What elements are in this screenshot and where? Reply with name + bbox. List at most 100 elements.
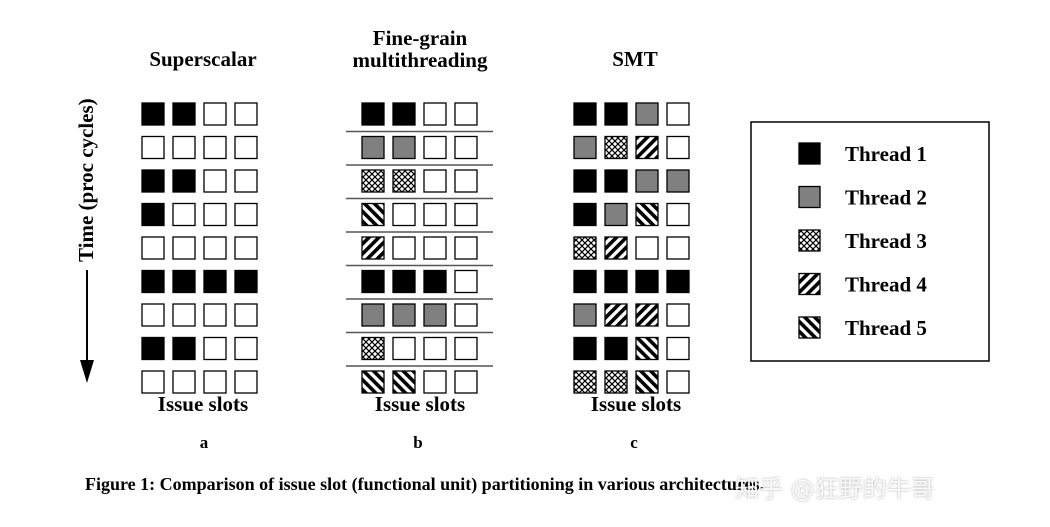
slot-thread-4 (604, 303, 628, 327)
slot-empty (454, 269, 478, 294)
grid-superscalar (141, 102, 258, 394)
slot-empty (203, 370, 227, 394)
legend-swatch-thread-1 (798, 142, 821, 165)
slot-thread-2 (635, 169, 659, 193)
time-axis-arrow-head (80, 360, 94, 383)
panel-title-fine-grain: Fine-grain multithreading (320, 27, 520, 71)
slot-thread-2 (604, 202, 628, 227)
slot-empty (666, 336, 690, 361)
slot-thread-4 (635, 303, 659, 327)
slot-thread-1 (234, 269, 258, 294)
slot-empty (454, 135, 478, 160)
legend-swatch-thread-2 (798, 185, 821, 209)
slot-thread-4 (604, 236, 628, 260)
slot-empty (392, 336, 416, 361)
slot-thread-3 (392, 169, 416, 193)
slot-thread-5 (361, 202, 385, 227)
slot-thread-1 (361, 102, 385, 126)
grid-fine-grain (346, 102, 493, 394)
slot-thread-1 (573, 202, 597, 227)
slot-thread-1 (604, 269, 628, 294)
slot-thread-1 (172, 269, 196, 294)
slot-thread-1 (635, 269, 659, 294)
slot-thread-5 (392, 370, 416, 394)
slot-empty (203, 135, 227, 160)
slot-thread-1 (141, 169, 165, 193)
legend-label-thread-4: Thread 4 (845, 273, 927, 297)
slot-thread-2 (361, 303, 385, 327)
slot-empty (392, 236, 416, 260)
slot-empty (234, 102, 258, 126)
issue-slot-grids (141, 102, 690, 394)
xlabel-fine-grain: Issue slots (374, 392, 466, 416)
slot-empty (203, 169, 227, 193)
slot-empty (234, 370, 258, 394)
slot-thread-4 (635, 135, 659, 160)
slot-empty (423, 370, 447, 394)
slot-thread-4 (361, 236, 385, 260)
slot-empty (203, 202, 227, 227)
slot-thread-3 (361, 169, 385, 193)
slot-thread-1 (604, 169, 628, 193)
legend-label-thread-1: Thread 1 (845, 142, 927, 166)
slot-thread-2 (392, 303, 416, 327)
slot-empty (666, 102, 690, 126)
grid-smt (573, 102, 690, 394)
legend-box (750, 121, 990, 362)
slot-thread-2 (392, 135, 416, 160)
legend-label-thread-3: Thread 3 (845, 229, 927, 253)
figure-caption: Figure 1: Comparison of issue slot (func… (85, 474, 765, 494)
slot-empty (666, 135, 690, 160)
slot-empty (141, 236, 165, 260)
slot-empty (666, 370, 690, 394)
slot-empty (666, 202, 690, 227)
slot-thread-1 (141, 269, 165, 294)
slot-empty (454, 202, 478, 227)
legend-swatch-thread-3 (798, 229, 821, 252)
slot-thread-1 (604, 336, 628, 361)
legend-label-thread-5: Thread 5 (845, 316, 927, 340)
slot-empty (454, 169, 478, 193)
slot-empty (172, 303, 196, 327)
slot-empty (141, 370, 165, 394)
slot-empty (454, 303, 478, 327)
slot-thread-1 (573, 336, 597, 361)
xlabel-superscalar: Issue slots (157, 392, 249, 416)
panel-title-superscalar-line1: Superscalar (149, 47, 257, 71)
slot-empty (234, 236, 258, 260)
slot-empty (423, 135, 447, 160)
slot-empty (666, 303, 690, 327)
slot-thread-5 (635, 202, 659, 227)
slot-empty (172, 135, 196, 160)
slot-thread-3 (573, 370, 597, 394)
slot-empty (172, 370, 196, 394)
panel-letter-a: a (199, 433, 209, 452)
slot-empty (234, 303, 258, 327)
legend: Thread 1 Thread 2 Thread 3 Thread 4 Thread 5 (798, 142, 927, 340)
slot-thread-1 (392, 102, 416, 126)
slot-thread-5 (361, 370, 385, 394)
legend-label-thread-2: Thread 2 (845, 186, 927, 210)
slot-thread-1 (573, 169, 597, 193)
slot-thread-1 (172, 169, 196, 193)
slot-empty (392, 202, 416, 227)
panel-title-fine-grain-line2: multithreading (352, 48, 488, 72)
slot-thread-1 (172, 102, 196, 126)
slot-thread-1 (573, 102, 597, 126)
slot-thread-1 (666, 269, 690, 294)
slot-empty (203, 102, 227, 126)
slot-empty (234, 202, 258, 227)
slot-thread-5 (635, 336, 659, 361)
panel-letter-b: b (413, 433, 423, 452)
slot-thread-2 (423, 303, 447, 327)
slot-thread-3 (361, 336, 385, 361)
slot-empty (172, 202, 196, 227)
legend-swatch-thread-5 (798, 316, 821, 339)
slot-empty (423, 202, 447, 227)
slot-thread-1 (141, 102, 165, 126)
slot-empty (454, 336, 478, 361)
slot-empty (423, 236, 447, 260)
slot-thread-5 (635, 370, 659, 394)
